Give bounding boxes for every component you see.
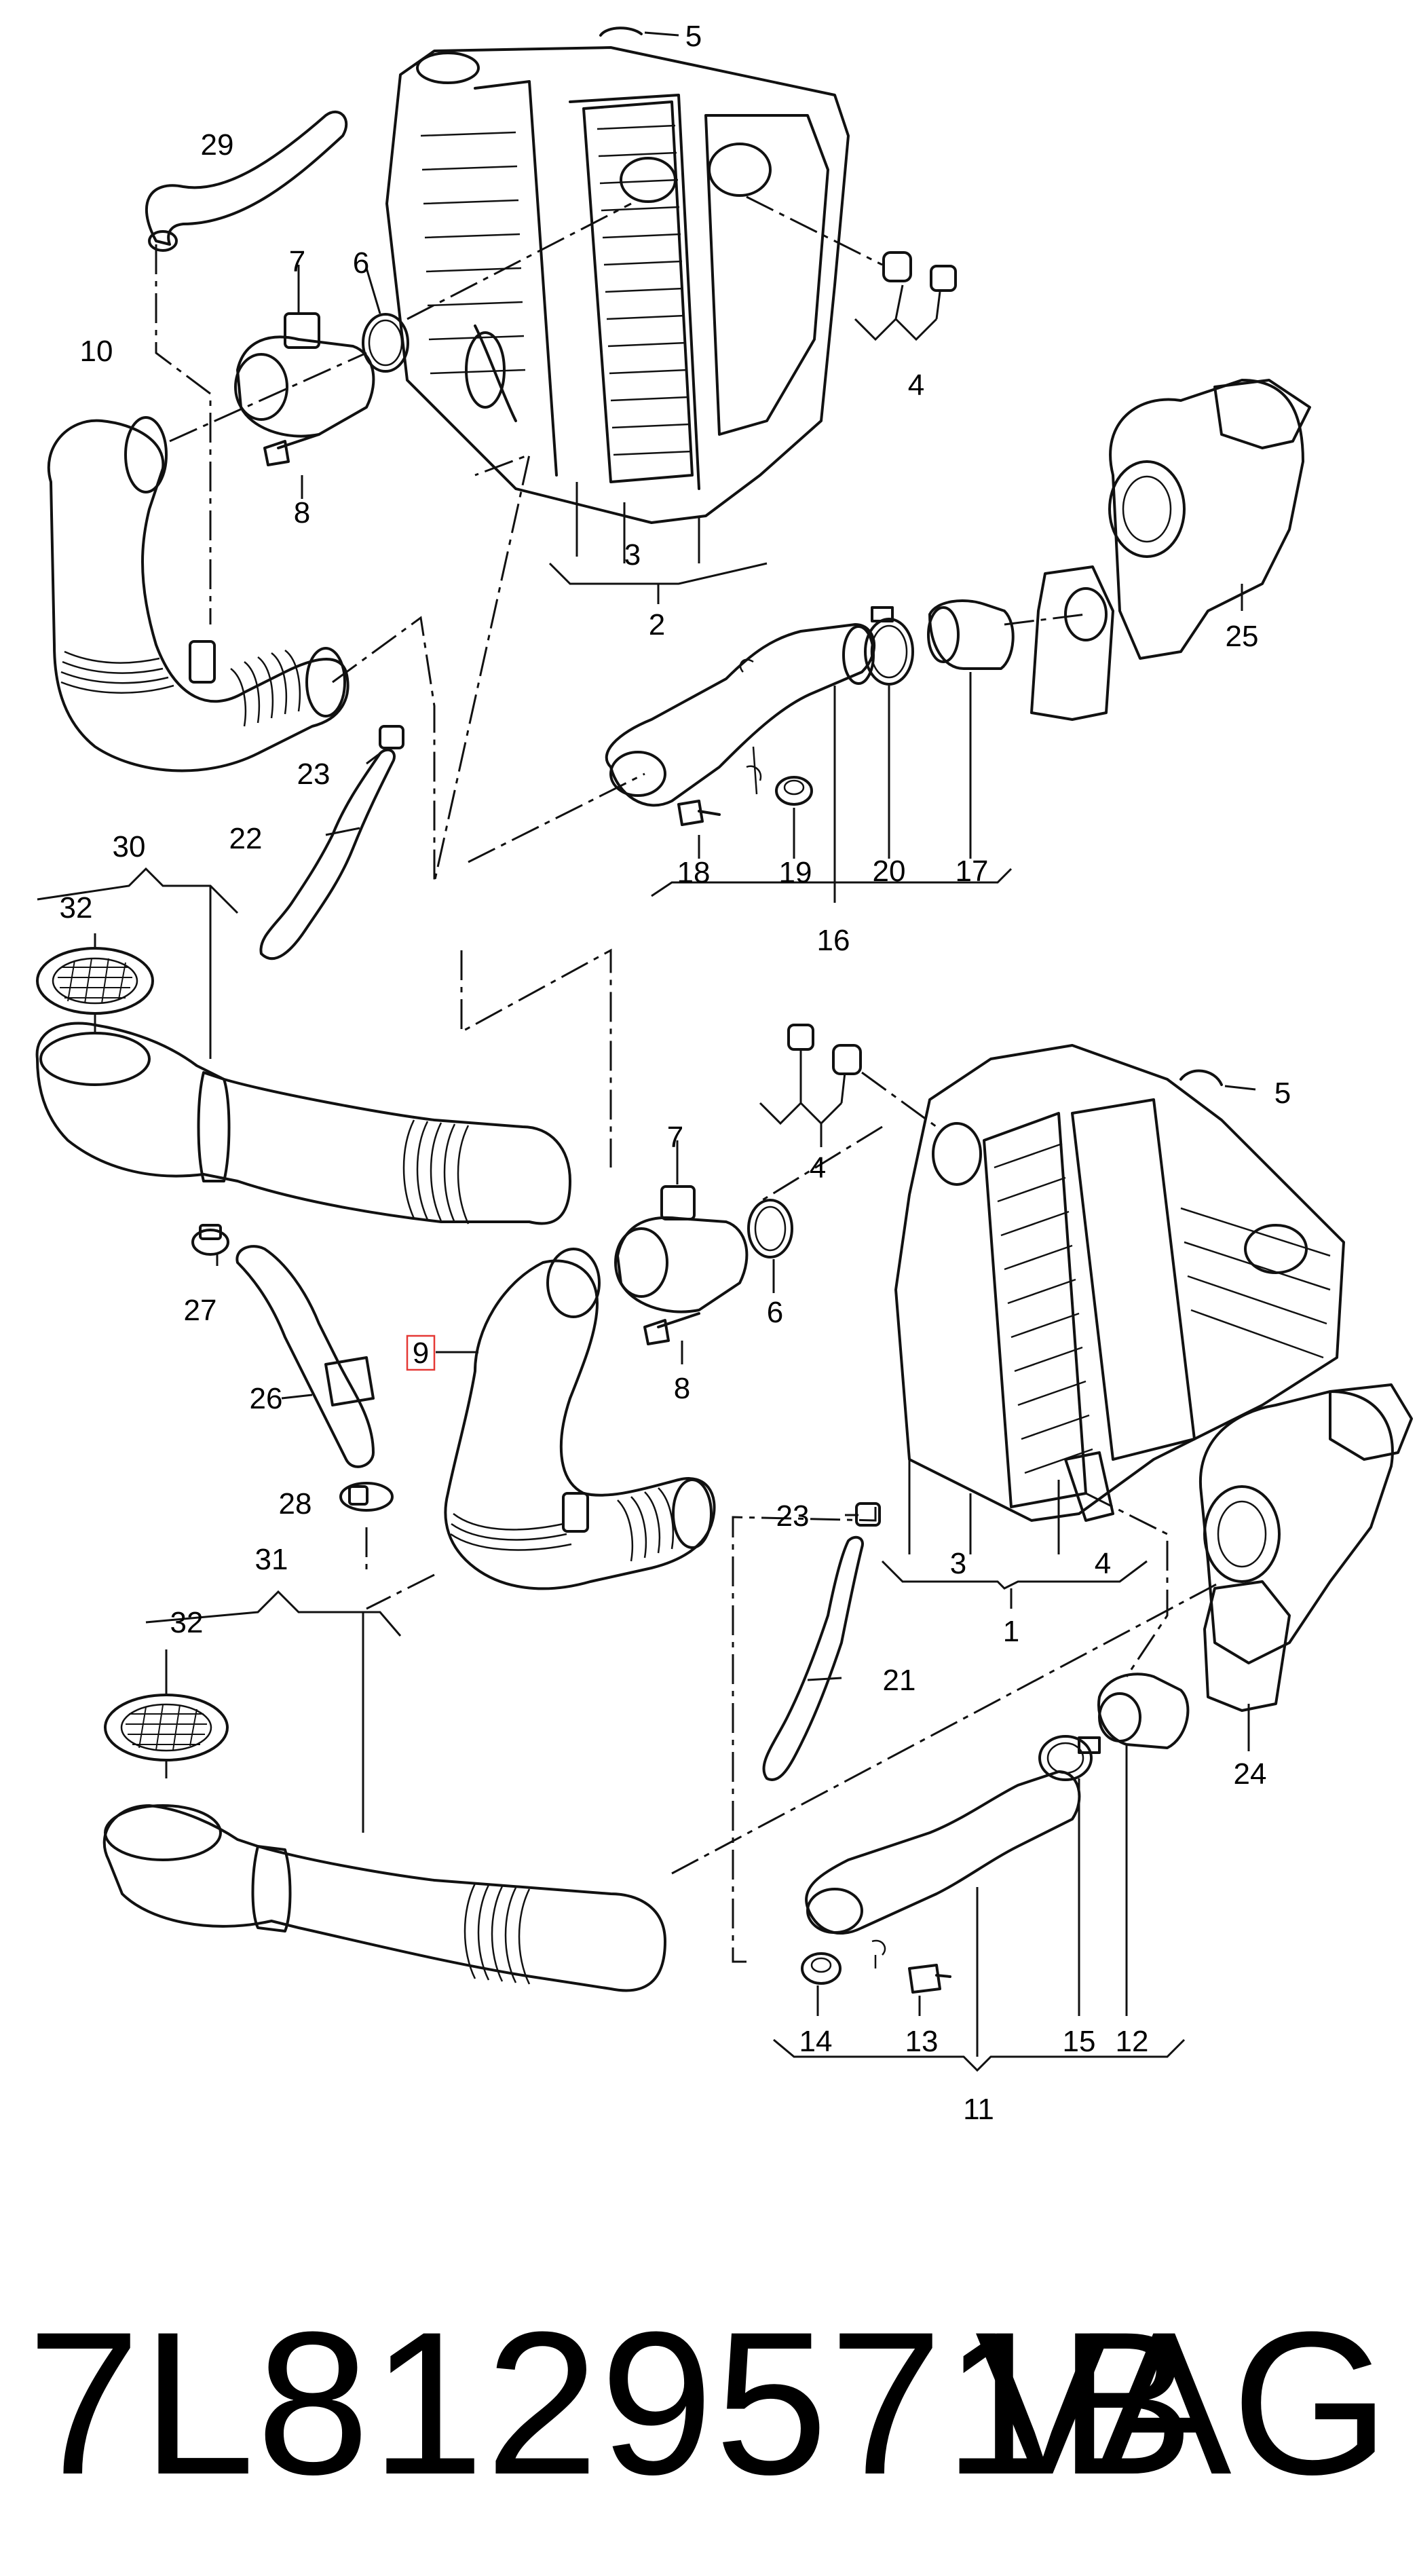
bolt-lower [643, 1312, 700, 1364]
hose-29 [145, 110, 348, 252]
callout-3-lower: 3 [950, 1547, 966, 1580]
grommet-14 [801, 1952, 842, 1985]
callout-18: 18 [677, 856, 711, 889]
breather-hose-22 [259, 725, 404, 960]
sleeve-17 [927, 599, 1015, 670]
callout-labels: 5 29 7 6 10 4 8 3 2 25 23 22 30 18 19 20… [60, 20, 1291, 2126]
callout-8-lower: 8 [674, 1372, 690, 1405]
upper-bracket-lines [325, 482, 1013, 903]
part-number: 7L8129571B [27, 2289, 1196, 2517]
callout-31: 31 [255, 1543, 288, 1576]
clip-upper [599, 26, 679, 37]
callout-5-lower: 5 [1274, 1077, 1291, 1110]
exploded-parts-diagram: 5 29 7 6 10 4 8 3 2 25 23 22 30 18 19 20… [35, 20, 1413, 2126]
o-ring-lower [747, 1199, 793, 1293]
callout-21: 21 [883, 1664, 916, 1697]
callout-23-lower: 23 [776, 1499, 810, 1533]
callout-9: 9 [413, 1337, 429, 1370]
air-filter-housing-lower [894, 1044, 1345, 1522]
maf-sensor-lower [614, 1140, 749, 1313]
clip-lower [1179, 1069, 1256, 1091]
breather-hose-21 [762, 1502, 881, 1781]
callout-22: 22 [229, 822, 263, 855]
callout-32-lower: 32 [170, 1606, 204, 1639]
callout-24: 24 [1234, 1757, 1267, 1791]
callout-7-lower: 7 [667, 1121, 683, 1154]
callout-28: 28 [279, 1487, 312, 1520]
air-duct-30 [35, 1022, 571, 1225]
hose-clamp-28 [339, 1482, 394, 1512]
lower-bracket-lines [216, 1252, 1186, 2072]
hose-26 [235, 1245, 375, 1468]
grommet-19 [775, 776, 813, 806]
callout-13: 13 [905, 2025, 939, 2058]
filter-screen-lower [104, 1649, 229, 1778]
callout-4-lower: 4 [1095, 1547, 1111, 1580]
grommet-lower [759, 1024, 937, 1147]
hose-clamp-27 [191, 1224, 229, 1256]
grommet-upper [746, 195, 957, 341]
callout-23-upper: 23 [297, 758, 330, 791]
callout-8-upper: 8 [294, 496, 310, 529]
highlight-box-9 [406, 1334, 436, 1371]
callout-1: 1 [1003, 1615, 1019, 1648]
callout-6-lower: 6 [767, 1296, 783, 1329]
callout-27: 27 [184, 1294, 217, 1327]
callout-2: 2 [649, 608, 665, 641]
filter-screen-upper [36, 933, 154, 1032]
callout-16: 16 [817, 924, 850, 957]
callout-25: 25 [1226, 620, 1259, 653]
intake-pipe-10 [47, 416, 349, 772]
callout-6-upper: 6 [353, 246, 369, 280]
o-ring-upper [362, 267, 409, 373]
intake-pipe-9 [444, 1248, 716, 1590]
callout-29: 29 [201, 128, 234, 162]
lower-dash-lines [365, 1125, 1222, 1963]
upper-dash-lines [155, 202, 1087, 1168]
charge-air-pipe-11 [805, 1770, 1081, 1968]
callout-5-upper: 5 [685, 20, 702, 53]
callout-4-mid: 4 [810, 1151, 826, 1184]
bolt-13 [908, 1964, 951, 1994]
turbocharger-lower [1198, 1383, 1413, 1751]
hose-clamp-20 [864, 606, 914, 686]
brand-name: VAG [975, 2289, 1390, 2517]
callout-19: 19 [779, 856, 812, 889]
callout-32-upper: 32 [60, 891, 93, 925]
callout-17: 17 [956, 855, 989, 888]
callout-14: 14 [799, 2025, 833, 2058]
callout-3-upper: 3 [624, 538, 641, 572]
callout-30: 30 [113, 830, 146, 863]
maf-sensor-upper [234, 265, 375, 438]
turbocharger-upper [1030, 379, 1311, 721]
callout-12: 12 [1116, 2025, 1149, 2058]
bolt-18 [677, 800, 721, 826]
callout-11: 11 [963, 2093, 994, 2126]
air-filter-housing-upper [385, 46, 850, 524]
callout-26: 26 [250, 1382, 283, 1415]
callout-10: 10 [80, 335, 113, 368]
callout-4-upper: 4 [908, 369, 924, 402]
callout-7-upper: 7 [289, 245, 305, 278]
air-duct-31 [102, 1804, 666, 1992]
callout-15: 15 [1063, 2025, 1096, 2058]
sleeve-12 [1097, 1673, 1190, 1749]
bolt-upper [263, 433, 320, 499]
footer: 7L8129571B VAG [0, 2260, 1417, 2545]
callout-20: 20 [873, 855, 906, 888]
charge-air-pipe-16 [605, 623, 875, 807]
